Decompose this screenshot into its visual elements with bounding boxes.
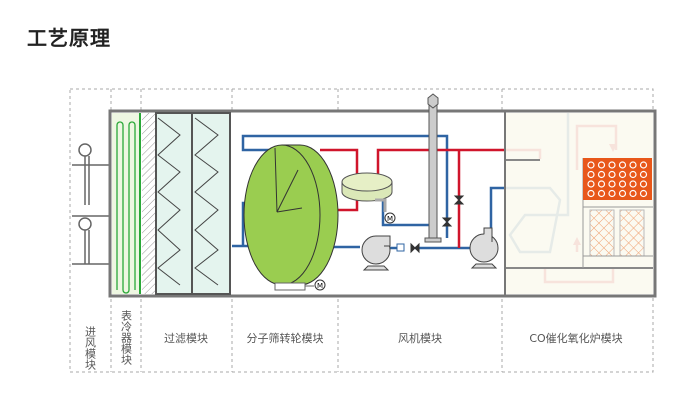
page-title: 工艺原理 xyxy=(27,26,111,50)
exhaust-stack xyxy=(424,93,442,243)
fan-icon xyxy=(361,227,499,271)
heater-coil xyxy=(597,161,606,169)
surface-cooler xyxy=(112,113,155,294)
filter-panels xyxy=(155,112,231,295)
heater-coil xyxy=(608,170,616,179)
heater-coil xyxy=(629,180,637,188)
heater-coil xyxy=(629,161,637,169)
heater-coil xyxy=(608,161,616,169)
heater-coil xyxy=(639,170,648,179)
label-cooler: 表冷器模块 xyxy=(120,309,133,366)
heater-coil xyxy=(618,189,627,198)
heater-coil xyxy=(597,180,606,188)
heater-coil xyxy=(629,189,637,198)
intake-damper-icon xyxy=(72,143,110,265)
label-fan: 风机模块 xyxy=(398,331,442,345)
label-rotor: 分子筛转轮模块 xyxy=(247,331,324,345)
heater-coil xyxy=(597,170,606,179)
heater-coil xyxy=(587,170,595,179)
heater-coil xyxy=(629,170,637,179)
svg-text:M: M xyxy=(387,215,393,223)
label-intake: 进风模块 xyxy=(84,326,97,371)
label-co-oxidizer: CO催化氧化炉模块 xyxy=(529,331,622,345)
heater-coil xyxy=(618,161,627,169)
heater-coil xyxy=(618,180,627,188)
heater-coil xyxy=(587,189,595,198)
svg-text:M: M xyxy=(317,282,323,290)
heater-coil xyxy=(597,189,606,198)
heater-coil xyxy=(639,180,648,188)
heater-coil xyxy=(608,180,616,188)
heater-coil xyxy=(639,161,648,169)
label-filter: 过滤模块 xyxy=(164,332,208,345)
heater-coil xyxy=(587,161,595,169)
valve-icon xyxy=(396,195,465,254)
co-catalytic-oxidizer xyxy=(504,111,653,296)
pump-motor-icon: M xyxy=(384,212,396,224)
heater-coil xyxy=(587,180,595,188)
heater-coil xyxy=(639,189,648,198)
heater-coil xyxy=(618,170,627,179)
molecular-sieve-rotor xyxy=(243,144,339,291)
wheel-motor-icon: M xyxy=(314,279,326,291)
heat-exchanger xyxy=(341,172,393,212)
module-labels: 进风模块 表冷器模块 过滤模块 分子筛转轮模块 风机模块 CO催化氧化炉模块 xyxy=(84,309,623,371)
module-dividers xyxy=(69,88,654,373)
heater-coil xyxy=(608,189,616,198)
